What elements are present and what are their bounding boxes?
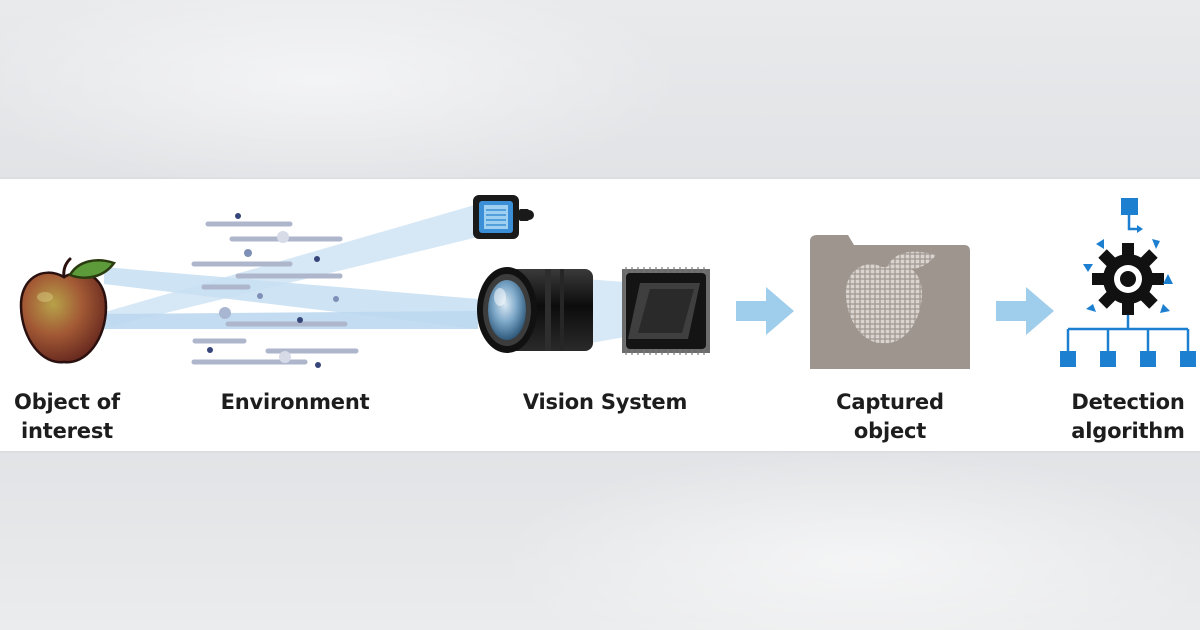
label-line: algorithm: [1071, 419, 1185, 443]
sensor-beam: [585, 279, 625, 344]
label-captured-object: Captured object: [815, 388, 965, 446]
label-line: Captured: [836, 390, 944, 414]
label-line: Object of: [14, 390, 120, 414]
gear-network-icon: [1060, 198, 1196, 367]
label-detection-algorithm: Detection algorithm: [1056, 388, 1200, 446]
label-environment: Environment: [210, 388, 380, 417]
reflection-beam-lower: [104, 311, 478, 329]
noise-dots: [207, 213, 339, 368]
diagram-strip: Object of interest Environment Vision Sy…: [0, 179, 1200, 451]
apple-icon: [19, 257, 117, 364]
diagram-graphics: [19, 195, 1196, 369]
label-object-of-interest: Object of interest: [2, 388, 132, 446]
image-sensor-chip-icon: [622, 267, 710, 355]
label-line: interest: [21, 419, 113, 443]
label-line: Environment: [220, 390, 370, 414]
light-source-icon: [473, 195, 534, 239]
arrow-right-icon-2: [996, 287, 1054, 335]
label-line: object: [853, 419, 927, 443]
camera-lens-icon: [477, 267, 593, 353]
label-vision-system: Vision System: [510, 388, 700, 417]
label-line: Vision System: [522, 390, 688, 414]
captured-image-folder-icon: [810, 235, 970, 369]
label-line: Detection: [1071, 390, 1185, 414]
arrow-right-icon: [736, 287, 794, 335]
